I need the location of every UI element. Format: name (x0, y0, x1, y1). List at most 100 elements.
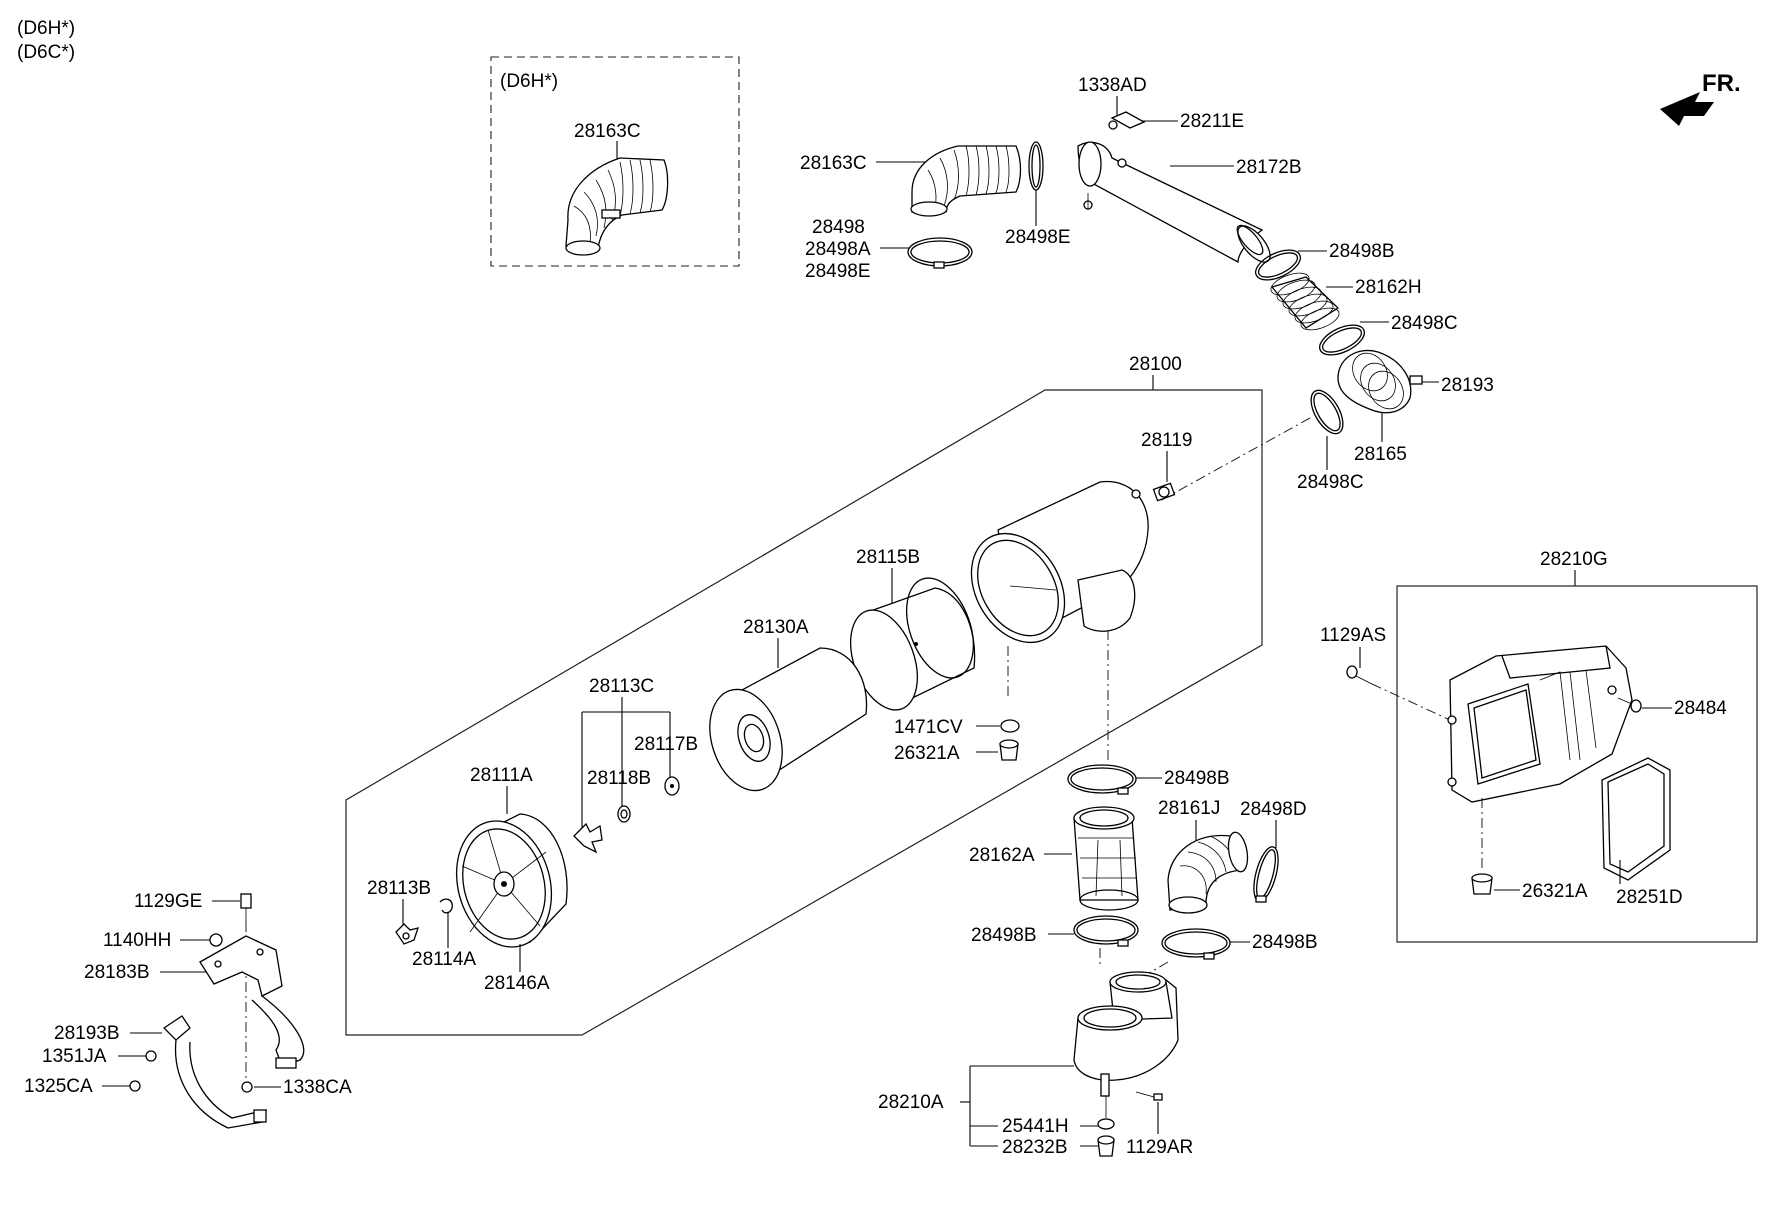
part-label-28172b: 28172B (1236, 157, 1302, 178)
rubber-elbow-hose-inset (565, 157, 669, 256)
variant-label-d6c: (D6C*) (17, 42, 75, 63)
part-label-28111a: 28111A (470, 765, 533, 786)
part-label-28162h: 28162H (1355, 277, 1422, 298)
part-label-1140hh: 1140HH (103, 930, 171, 951)
part-label-28165: 28165 (1354, 444, 1407, 465)
front-direction-arrow-icon (1660, 92, 1714, 126)
air-cleaner-assembly-outline (345, 389, 1263, 1036)
part-label-28115b: 28115B (856, 547, 920, 568)
part-label-28211e: 28211E (1180, 111, 1244, 132)
seal-washer-28118b (617, 805, 631, 823)
hose-clamp-28498b-r1 (1067, 764, 1137, 795)
rubber-hose-28162a (1073, 806, 1139, 911)
clip-28114a (439, 898, 453, 914)
part-label-28498c-mid: 28498C (1297, 472, 1364, 493)
part-label-1338ad: 1338AD (1078, 75, 1147, 96)
part-label-28163c-inset: 28163C (574, 121, 641, 142)
part-label-28162a: 28162A (969, 845, 1035, 866)
intake-pipe-28210a (1073, 971, 1179, 1097)
part-label-28193b: 28193B (54, 1023, 120, 1044)
bolt-1129ar (1135, 1091, 1163, 1101)
part-label-28183b: 28183B (84, 962, 150, 983)
resonator-28165 (1337, 349, 1423, 414)
hose-clamp-28498d (1253, 846, 1279, 903)
cover-28111a (455, 813, 568, 948)
front-direction-label: FR. (1702, 70, 1741, 97)
sensor-28119 (1152, 482, 1176, 502)
washer-28117b (664, 776, 680, 796)
part-label-28100: 28100 (1129, 354, 1182, 375)
part-label-28484: 28484 (1674, 698, 1727, 719)
nut-1351ja (145, 1050, 157, 1062)
precleaner-housing (1447, 645, 1633, 803)
cap-26321a-left (999, 739, 1019, 761)
part-label-28498c-top: 28498C (1391, 313, 1458, 334)
part-label-28210g: 28210G (1540, 549, 1608, 570)
part-label-28232b: 28232B (1002, 1137, 1068, 1158)
hose-clamp-28498b-r2 (1073, 915, 1139, 947)
part-label-28163c: 28163C (800, 153, 867, 174)
wing-nut-28113c (573, 822, 603, 854)
part-label-28498b-r2: 28498B (971, 925, 1037, 946)
part-label-1129ge: 1129GE (134, 891, 202, 912)
part-label-28498a: 28498A (805, 239, 871, 260)
cap-26321a-right (1471, 873, 1493, 895)
part-label-28161j: 28161J (1158, 798, 1220, 819)
part-label-28118b: 28118B (587, 768, 651, 789)
part-label-1325ca: 1325CA (24, 1076, 93, 1097)
valve-28232b (1097, 1135, 1115, 1157)
part-label-1471cv: 1471CV (894, 717, 963, 738)
elbow-hose-28161j (1167, 831, 1249, 914)
hose-clamp-28498b-r3 (1161, 928, 1231, 960)
cap-25441h (1097, 1096, 1115, 1130)
part-label-28498b-top: 28498B (1329, 241, 1395, 262)
part-label-1351ja: 1351JA (42, 1046, 107, 1067)
gasket-28251d (1601, 757, 1671, 881)
bolt-1140hh (209, 933, 223, 947)
precleaner-assembly-outline (1396, 585, 1758, 943)
strap-28193b (162, 1015, 267, 1129)
variant-inset-box (490, 56, 740, 267)
part-label-28498b-r3: 28498B (1252, 932, 1318, 953)
air-duct-28172b (1077, 141, 1271, 264)
clamp-ring-28498e (1028, 141, 1044, 191)
bolt-1129ge (240, 893, 252, 922)
part-label-28498d: 28498D (1240, 799, 1307, 820)
part-label-26321a-right: 26321A (1522, 881, 1588, 902)
hose-clamp-28498 (907, 237, 973, 269)
mounting-bracket-28183b (199, 935, 305, 1069)
hose-clamp-28498b-top (1255, 249, 1301, 281)
air-cleaner-housing (970, 480, 1149, 644)
rubber-elbow-hose-28163c (910, 145, 1022, 217)
part-label-28193: 28193 (1441, 375, 1494, 396)
part-label-1129as: 1129AS (1320, 625, 1386, 646)
part-label-28251d: 28251D (1616, 887, 1683, 908)
bolt-1129as (1346, 665, 1373, 685)
part-label-1338ca: 1338CA (283, 1077, 352, 1098)
part-label-26321a-left: 26321A (894, 743, 960, 764)
part-label-28117b: 28117B (634, 734, 698, 755)
inset-variant-label: (D6H*) (500, 71, 558, 92)
hose-clamp-28498c-mid (1310, 389, 1344, 435)
variant-label-d6h: (D6H*) (17, 18, 75, 39)
part-label-1129ar: 1129AR (1126, 1137, 1193, 1158)
valve-1471cv (1000, 719, 1020, 733)
bracket-clip-28211e (1108, 111, 1146, 130)
nut-1325ca (129, 1080, 141, 1092)
part-label-28113c: 28113C (589, 676, 654, 697)
part-label-28130a: 28130A (743, 617, 809, 638)
part-label-28498e: 28498E (1005, 227, 1071, 248)
part-label-28146a: 28146A (484, 973, 550, 994)
part-label-25441h: 25441H (1002, 1116, 1069, 1137)
part-label-28113b: 28113B (367, 878, 431, 899)
part-label-28114a: 28114A (412, 949, 476, 970)
part-label-28210a: 28210A (878, 1092, 944, 1113)
part-label-28498e-left: 28498E (805, 261, 871, 282)
hose-clamp-28498c-top (1319, 324, 1365, 356)
safety-filter-28115b (850, 577, 976, 711)
part-label-28498: 28498 (812, 217, 865, 238)
part-label-28498b-r1: 28498B (1164, 768, 1230, 789)
part-label-28119: 28119 (1141, 430, 1192, 451)
filter-element-28130a (709, 647, 868, 792)
